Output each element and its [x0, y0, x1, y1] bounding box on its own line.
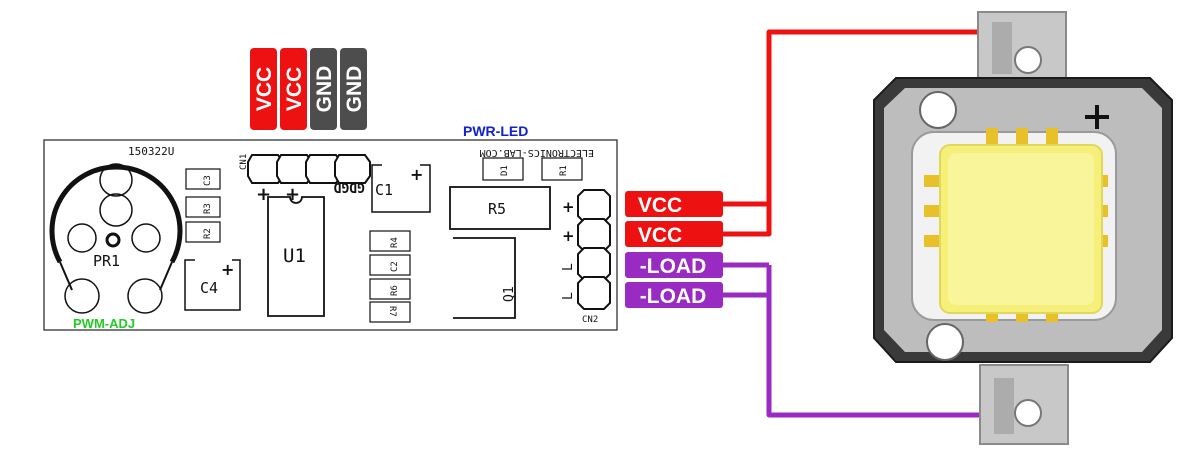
c4-plus: +	[221, 260, 234, 279]
cn2-plus-1: +	[562, 198, 575, 216]
vcc-wire-b	[723, 29, 980, 237]
led-screw-hole-tl	[919, 91, 957, 129]
vcc-out-text-2: VCC	[638, 224, 682, 247]
gnd-pin-tag-2	[340, 48, 367, 130]
u1-label: U1	[283, 245, 306, 267]
load-out-text-2: -LOAD	[640, 285, 707, 308]
cn1-gdgd-mirrored: GDGD	[334, 179, 365, 194]
c2-label: C2	[390, 261, 400, 272]
cn2-minus-1: L	[561, 263, 576, 271]
d1-outline	[482, 157, 524, 181]
power-pin-labels: VCC VCC GND GND	[250, 48, 367, 130]
r5-label: R5	[488, 200, 506, 218]
led-bottom-pad-hole	[1014, 399, 1042, 427]
vcc-pin-text-1: VCC	[253, 67, 276, 111]
vcc-pin-tag-1	[250, 48, 277, 130]
c1-outline	[371, 164, 431, 213]
power-led-module	[873, 11, 1173, 445]
website-mirrored: ELECTRONICS-LAB.COM	[480, 147, 594, 158]
trimmer-pr1	[49, 163, 183, 314]
cn2-minus-2: L	[561, 292, 576, 300]
cn2-plus-2: +	[562, 227, 575, 245]
c1-plus: +	[410, 165, 423, 184]
output-labels: VCC VCC -LOAD -LOAD	[625, 191, 723, 308]
c3-label: C3	[203, 175, 213, 186]
r3-label: R3	[203, 203, 213, 214]
r7-label-mirrored: R7	[387, 306, 397, 317]
cn2-header	[577, 189, 611, 310]
q1-label: Q1	[502, 286, 517, 302]
c4-label: C4	[200, 279, 218, 297]
cn1-header	[247, 154, 371, 184]
led-plus-mark	[1085, 105, 1109, 129]
vcc-out-text-1: VCC	[638, 194, 682, 217]
r2-label: R2	[203, 228, 213, 239]
load-out-tag-1	[625, 252, 723, 278]
passives-col2	[369, 230, 411, 323]
vcc-pin-text-2: VCC	[283, 67, 306, 111]
r4-label: R4	[390, 237, 400, 248]
load-out-text-1: -LOAD	[640, 255, 707, 278]
load-out-tag-2	[625, 282, 723, 308]
board-code: 150322U	[128, 145, 174, 158]
q1-outline	[453, 237, 516, 319]
vcc-out-tag-2	[625, 221, 723, 247]
u1-outline	[267, 196, 325, 317]
pwr-led-caption: PWR-LED	[463, 123, 528, 139]
vcc-out-tag-1	[625, 191, 723, 217]
c4-outline	[184, 259, 241, 311]
wires	[723, 29, 985, 418]
gnd-pin-tag-1	[310, 48, 337, 130]
vcc-pin-tag-2	[280, 48, 307, 130]
load-wire-b	[723, 292, 985, 418]
cn2-label: CN2	[582, 315, 598, 325]
cn1-label: CN1	[239, 154, 249, 170]
led-screw-hole-bl	[926, 323, 964, 361]
r5-outline	[449, 186, 551, 230]
r1-outline	[541, 157, 583, 181]
r6-label: R6	[390, 285, 400, 296]
pcb-board: 150322U PWR-LED ELECTRONICS-LAB.COM PR1 …	[43, 123, 618, 331]
gnd-pin-text-2: GND	[343, 66, 366, 113]
gnd-pin-text-1: GND	[313, 66, 336, 113]
led-top-pad-hole	[1014, 46, 1042, 74]
r1-label: R1	[559, 165, 569, 176]
d1-label: D1	[500, 165, 510, 176]
pr1-label: PR1	[93, 252, 120, 270]
c1-label: C1	[375, 181, 393, 199]
passives-col1	[185, 168, 221, 243]
pwm-adj-caption: PWM-ADJ	[73, 316, 135, 331]
